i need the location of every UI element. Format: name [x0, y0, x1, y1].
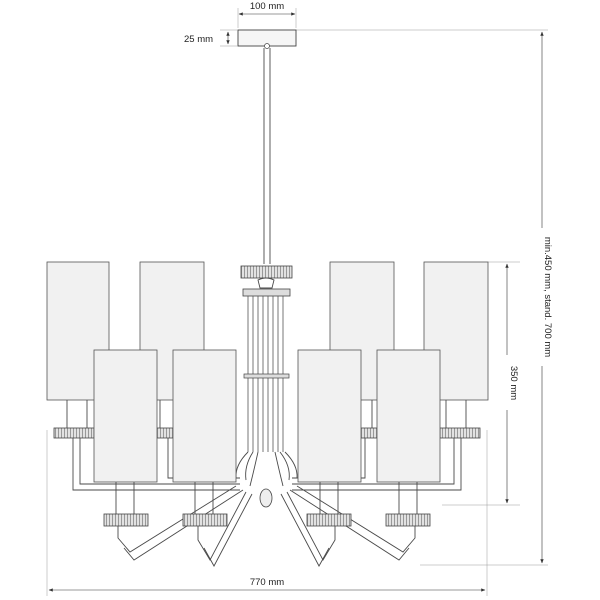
- extension-lines: [46, 8, 548, 596]
- overall-height-label: min.450 mm, stand. 700 mm: [542, 237, 553, 357]
- dimension-canopy-height: 25 mm: [184, 29, 238, 47]
- front-tier-lamps: [93, 349, 441, 527]
- lamp-front-2: [172, 349, 237, 527]
- central-column: [235, 265, 298, 508]
- overall-width-label: 770 mm: [250, 577, 284, 588]
- dimension-shade-height: 350 mm: [505, 263, 519, 504]
- shade-height-label: 350 mm: [508, 366, 519, 400]
- dimension-canopy-width: 100 mm: [238, 1, 296, 16]
- lamp-front-1: [93, 349, 158, 527]
- lamp-front-3: [297, 349, 362, 527]
- canopy-height-label: 25 mm: [184, 34, 213, 45]
- dimension-overall-width: 770 mm: [48, 577, 486, 592]
- dimension-overall-height: min.450 mm, stand. 700 mm: [540, 31, 553, 564]
- back-tier-arms: [72, 436, 462, 491]
- stem-rod: [263, 48, 271, 264]
- lamp-front-4: [376, 349, 441, 527]
- canopy: [237, 29, 297, 49]
- canopy-width-label: 100 mm: [250, 1, 284, 12]
